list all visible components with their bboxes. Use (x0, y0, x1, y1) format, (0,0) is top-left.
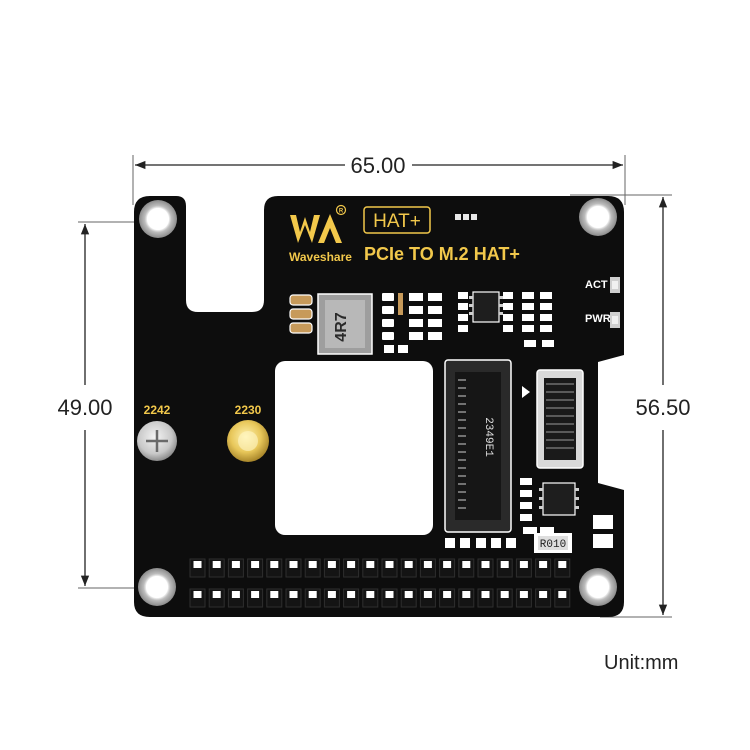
components-below-slot (445, 538, 516, 548)
gpio-pin (443, 561, 452, 568)
gpio-pin (289, 591, 298, 598)
unit-label: Unit:mm (604, 652, 679, 674)
mounting-holes (138, 198, 617, 606)
standoff-brass-2230 (227, 420, 269, 462)
gpio-pin (366, 591, 375, 598)
gpio-pin (404, 561, 413, 568)
gpio-pin (289, 561, 298, 568)
standoff-label-2230: 2230 (235, 403, 262, 417)
gpio-pin (231, 561, 240, 568)
gpio-pin (558, 591, 567, 598)
gpio-pin (347, 591, 356, 598)
fpc-connector (536, 369, 584, 469)
capacitors-left (289, 294, 313, 334)
standoff-label-2242: 2242 (144, 403, 171, 417)
gpio-pin (251, 561, 260, 568)
gpio-pin (327, 591, 336, 598)
gpio-pin (327, 561, 336, 568)
gpio-pin (404, 591, 413, 598)
gpio-pin (347, 561, 356, 568)
hat-badge-frame (363, 206, 431, 234)
led-label-pwr: PWR (585, 313, 611, 325)
gpio-pin (481, 561, 490, 568)
ic-chip-bottom (539, 482, 579, 516)
waveshare-logo: R (290, 204, 347, 243)
gpio-pin (500, 591, 509, 598)
led-act (610, 277, 620, 293)
led-pwr (610, 312, 620, 328)
gpio-pin (231, 591, 240, 598)
dimension-height-right-label: 56.50 (635, 395, 690, 420)
gpio-pin (270, 561, 279, 568)
gpio-pin (193, 561, 202, 568)
gpio-pin (539, 561, 548, 568)
gpio-pin (193, 591, 202, 598)
dimension-height-right: 56.50 (570, 194, 691, 618)
gpio-pin (519, 591, 528, 598)
gpio-pin (558, 561, 567, 568)
gpio-pin (462, 561, 471, 568)
svg-text:R: R (339, 209, 344, 215)
m2-slot-marking: 2349E1 (482, 417, 494, 457)
ic-chip-top (469, 291, 503, 323)
lower-right-components (520, 478, 613, 548)
gpio-pin (251, 591, 260, 598)
gpio-pin (462, 591, 471, 598)
gpio-pin (308, 561, 317, 568)
gpio-pin (385, 591, 394, 598)
gpio-pin (308, 591, 317, 598)
gpio-header (189, 558, 571, 608)
standoff-screw-2242 (137, 421, 177, 461)
board-title: PCIe TO M.2 HAT+ (364, 244, 520, 264)
gpio-pin (519, 561, 528, 568)
gpio-pin (366, 561, 375, 568)
small-smd-pads-top (455, 214, 477, 220)
gpio-pin (423, 561, 432, 568)
inductor-marking: 4R7 (333, 312, 350, 341)
shunt-resistor: R010 (534, 533, 572, 553)
gpio-pin (212, 561, 221, 568)
hat-badge: HAT+ (373, 211, 421, 232)
inductor: 4R7 (317, 293, 373, 355)
gpio-pin (539, 591, 548, 598)
shunt-resistor-marking: R010 (540, 539, 566, 551)
gpio-pin (500, 561, 509, 568)
dimension-height-left-label: 49.00 (57, 395, 112, 420)
gpio-pin (443, 591, 452, 598)
dimension-height-left: 49.00 (57, 221, 150, 589)
m2-slot: 2349E1 (444, 359, 512, 533)
gpio-pin (423, 591, 432, 598)
board-cutout (275, 361, 433, 535)
gpio-pin (481, 591, 490, 598)
gpio-pin (385, 561, 394, 568)
smd-components (382, 292, 554, 353)
gpio-pin (212, 591, 221, 598)
brand-label: Waveshare (289, 250, 352, 264)
slot-arrow (522, 386, 530, 398)
led-label-act: ACT (585, 279, 608, 291)
dimension-width-label: 65.00 (350, 153, 405, 178)
dimension-width: 65.00 (132, 153, 626, 205)
gpio-pin (270, 591, 279, 598)
